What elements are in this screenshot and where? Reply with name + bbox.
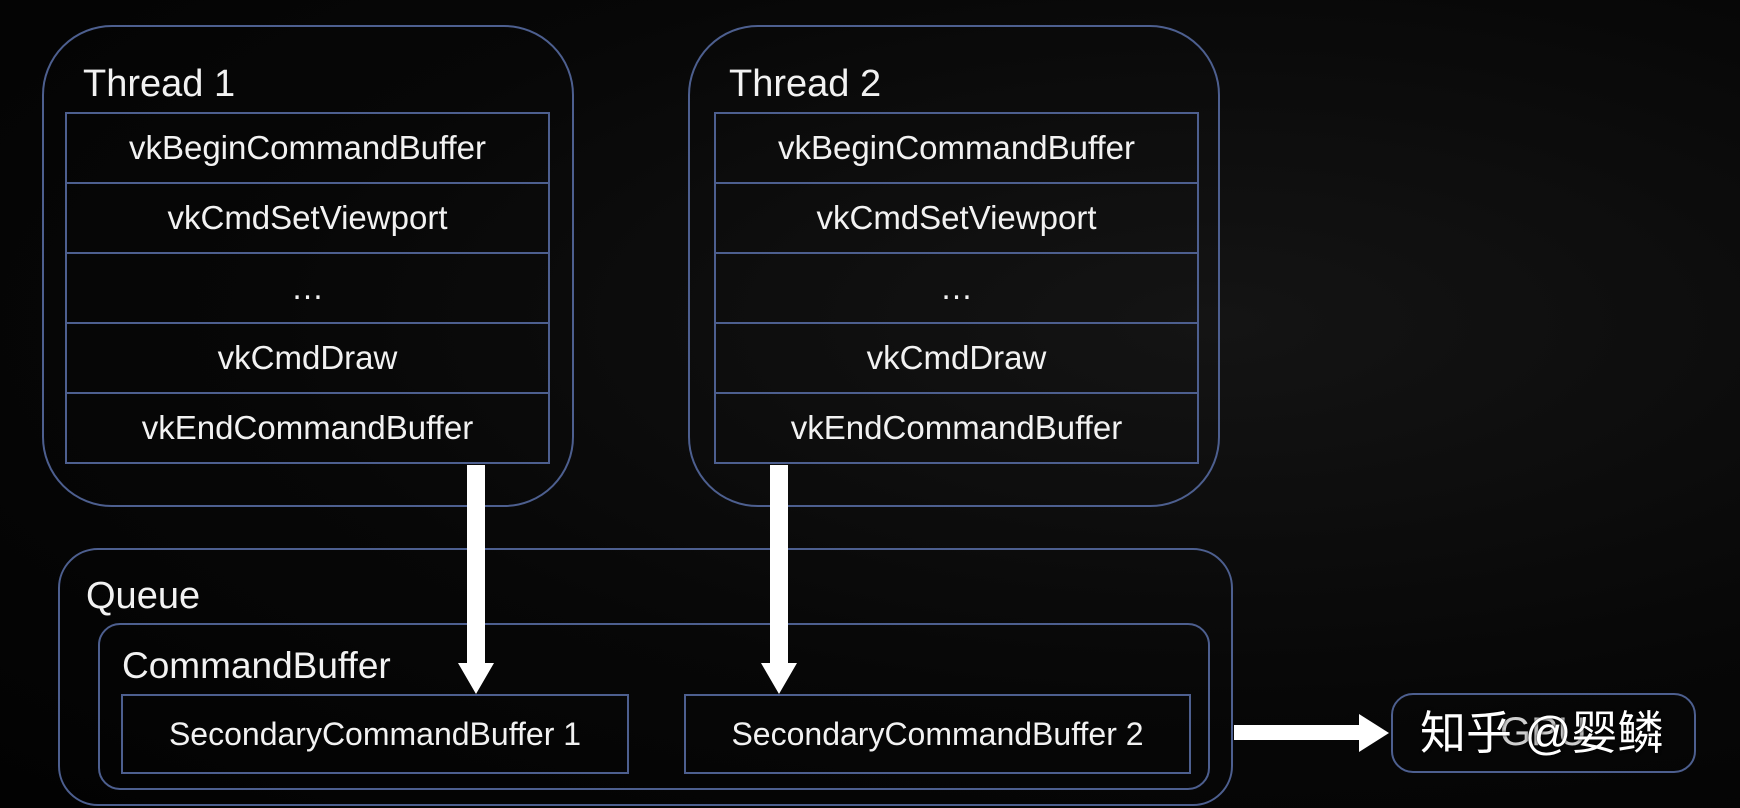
- arrow-queue-gpu-head: [1359, 714, 1389, 752]
- secondary-command-buffer-2: SecondaryCommandBuffer 2: [684, 694, 1191, 774]
- queue-title: Queue: [86, 575, 201, 617]
- gpu-label: GPU: [1500, 710, 1587, 754]
- command-buffer-title: CommandBuffer: [122, 645, 391, 686]
- command-buffer-box: [98, 623, 1210, 790]
- thread-1-command: vkCmdDraw: [67, 324, 548, 394]
- thread-1-command: vkBeginCommandBuffer: [67, 114, 548, 184]
- secondary-command-buffer-1: SecondaryCommandBuffer 1: [121, 694, 629, 774]
- queue-box: [58, 548, 1233, 806]
- thread-1-command: …: [67, 254, 548, 324]
- arrow-queue-gpu-shaft: [1234, 725, 1359, 740]
- thread-2-command: vkCmdSetViewport: [716, 184, 1197, 254]
- gpu-box: [1391, 693, 1696, 773]
- thread-2-command: vkCmdDraw: [716, 324, 1197, 394]
- thread-1-command: vkEndCommandBuffer: [141, 409, 474, 446]
- thread-1-command: vkCmdSetViewport: [67, 184, 548, 254]
- thread-1-command-stack: vkBeginCommandBuffer vkCmdSetViewport … …: [65, 112, 550, 464]
- thread-1-box: [42, 25, 574, 507]
- thread-2-command: vkBeginCommandBuffer: [716, 114, 1197, 184]
- thread-2-command: vkEndCommandBuffer: [790, 409, 1123, 446]
- thread-2-command: …: [716, 254, 1197, 324]
- thread-2-command-stack: vkBeginCommandBuffer vkCmdSetViewport … …: [714, 112, 1199, 464]
- thread-2-box: [688, 25, 1220, 507]
- thread-1-title: Thread 1: [83, 63, 236, 105]
- thread-2-title: Thread 2: [729, 63, 882, 105]
- watermark: 知乎 @婴鳞: [1420, 707, 1664, 759]
